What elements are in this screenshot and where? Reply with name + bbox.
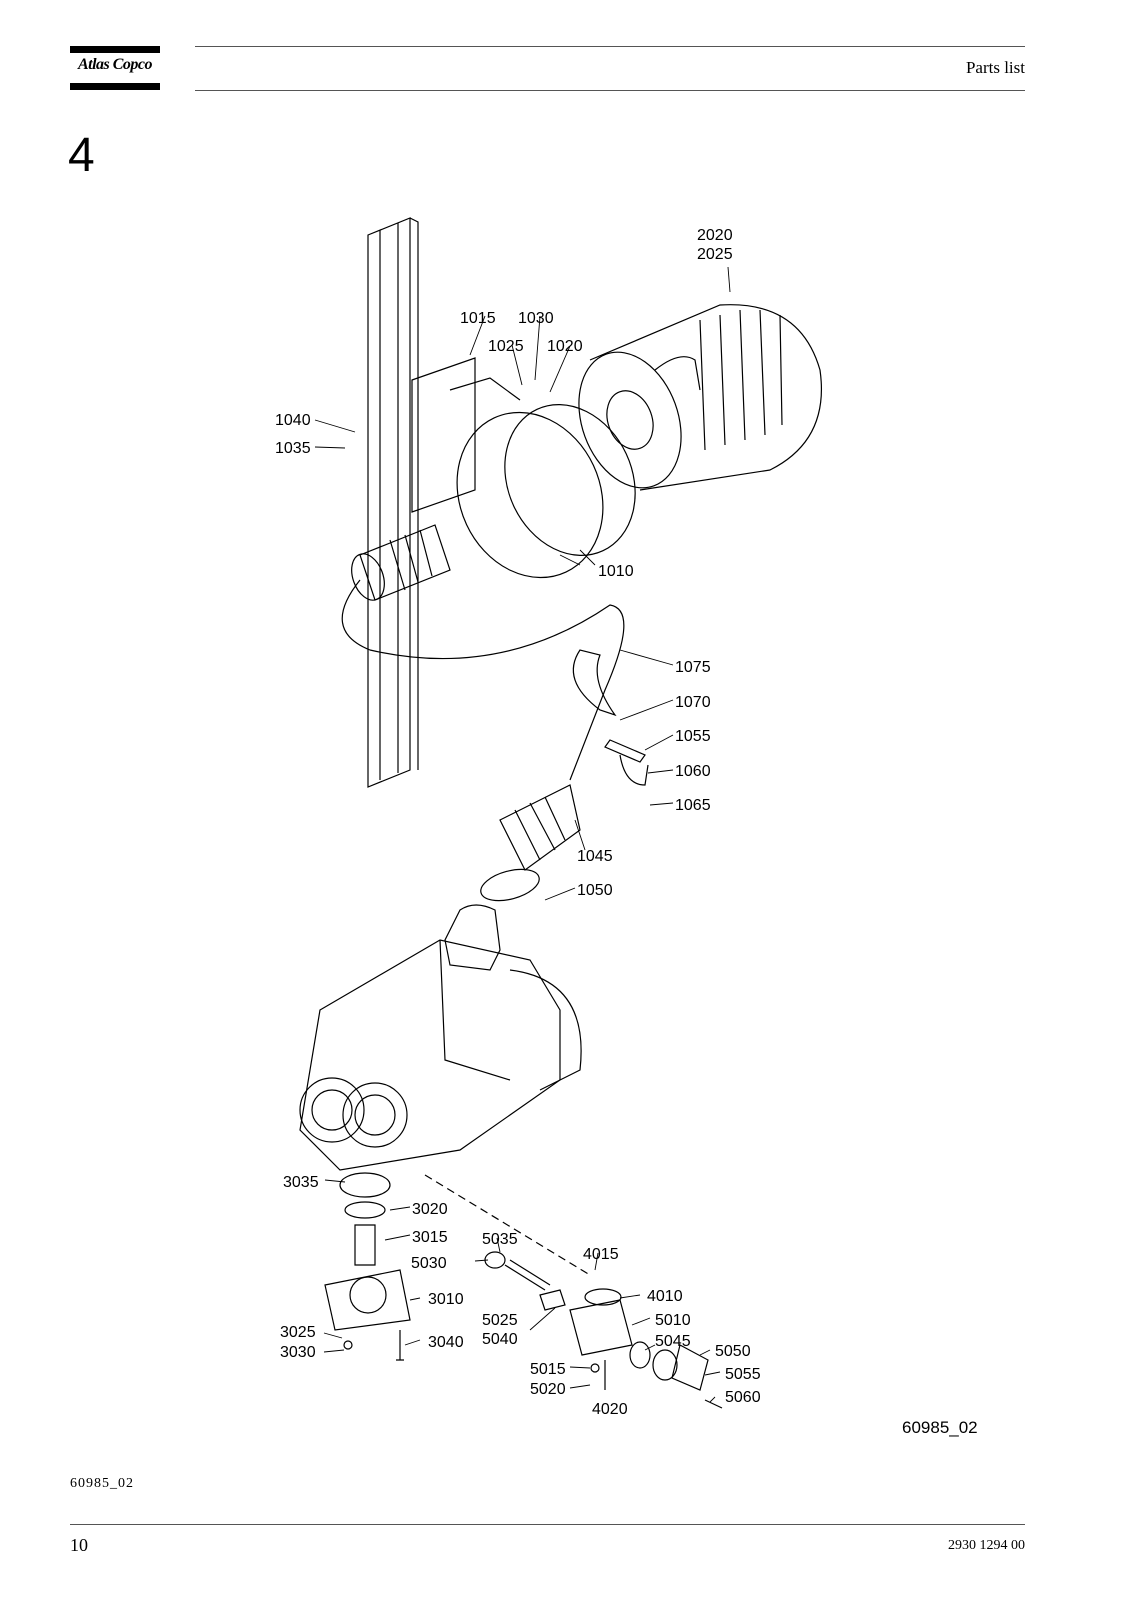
callout-1055: 1055 [675, 728, 711, 745]
callout-3020: 3020 [412, 1201, 448, 1218]
callout-4020: 4020 [592, 1401, 628, 1418]
callout-1010: 1010 [598, 563, 634, 580]
assembly-axis [424, 1174, 591, 1276]
compressor-element [299, 939, 582, 1171]
band-clamp-1010 [456, 404, 636, 579]
callout-3010: 3010 [428, 1291, 464, 1308]
callout-3040: 3040 [428, 1334, 464, 1351]
figure-reference: 60985_02 [70, 1476, 134, 1491]
callout-leader-lines [314, 266, 731, 1403]
clamp-1070 [572, 649, 649, 786]
callout-5030: 5030 [411, 1255, 447, 1272]
callout-2025: 2025 [697, 246, 733, 263]
callout-1040: 1040 [275, 412, 311, 429]
callout-3025: 3025 [280, 1324, 316, 1341]
drawing-reference: 60985_02 [902, 1418, 978, 1437]
callout-5060: 5060 [725, 1389, 761, 1406]
air-filter-housing [578, 304, 822, 491]
callout-1065: 1065 [675, 797, 711, 814]
logo-bar-bottom [70, 83, 160, 90]
callout-4010: 4010 [647, 1288, 683, 1305]
page-number: 10 [70, 1535, 88, 1555]
callout-1030: 1030 [518, 310, 554, 327]
callout-5035: 5035 [482, 1231, 518, 1248]
callout-3035: 3035 [283, 1174, 319, 1191]
atlas-copco-logo: Atlas Copco [70, 46, 160, 90]
footer-rule [70, 1524, 1025, 1525]
document-number: 2930 1294 00 [948, 1538, 1025, 1553]
logo-wordmark: Atlas Copco [77, 56, 153, 73]
logo-bar-top [70, 46, 160, 53]
intake-hose [341, 579, 625, 781]
header-rule-bottom [195, 90, 1025, 91]
callout-5040: 5040 [482, 1331, 518, 1348]
callout-1075: 1075 [675, 659, 711, 676]
callout-5020: 5020 [530, 1381, 566, 1398]
callout-1020: 1020 [547, 338, 583, 355]
callout-2020: 2020 [697, 227, 733, 244]
inlet-bellows [351, 524, 451, 601]
header-rule-top [195, 46, 1025, 47]
callout-5015: 5015 [530, 1361, 566, 1378]
callout-4015: 4015 [583, 1246, 619, 1263]
callout-3030: 3030 [280, 1344, 316, 1361]
callout-5050: 5050 [715, 1343, 751, 1360]
callout-1050: 1050 [577, 882, 613, 899]
hose-section-1045 [480, 784, 581, 902]
callout-labels: 2020 2025 1015 1030 1025 1020 1040 1035 … [275, 227, 761, 1418]
header-title: Parts list [965, 58, 1025, 77]
valve-body-parts [484, 1251, 723, 1409]
callout-1070: 1070 [675, 694, 711, 711]
unloader-valve-parts [324, 1172, 411, 1361]
callout-5025: 5025 [482, 1312, 518, 1329]
callout-5045: 5045 [655, 1333, 691, 1350]
elbow-connector [444, 904, 501, 971]
exploded-parts-drawing: 2020 2025 1015 1030 1025 1020 1040 1035 … [260, 210, 1030, 1460]
callout-3015: 3015 [412, 1229, 448, 1246]
callout-1025: 1025 [488, 338, 524, 355]
callout-5010: 5010 [655, 1312, 691, 1329]
callout-1035: 1035 [275, 440, 311, 457]
section-number: 4 [68, 129, 95, 182]
callout-1015: 1015 [460, 310, 496, 327]
bracket-plate [411, 357, 521, 513]
callout-1045: 1045 [577, 848, 613, 865]
callout-5055: 5055 [725, 1366, 761, 1383]
frame-rail [367, 217, 419, 788]
callout-1060: 1060 [675, 763, 711, 780]
